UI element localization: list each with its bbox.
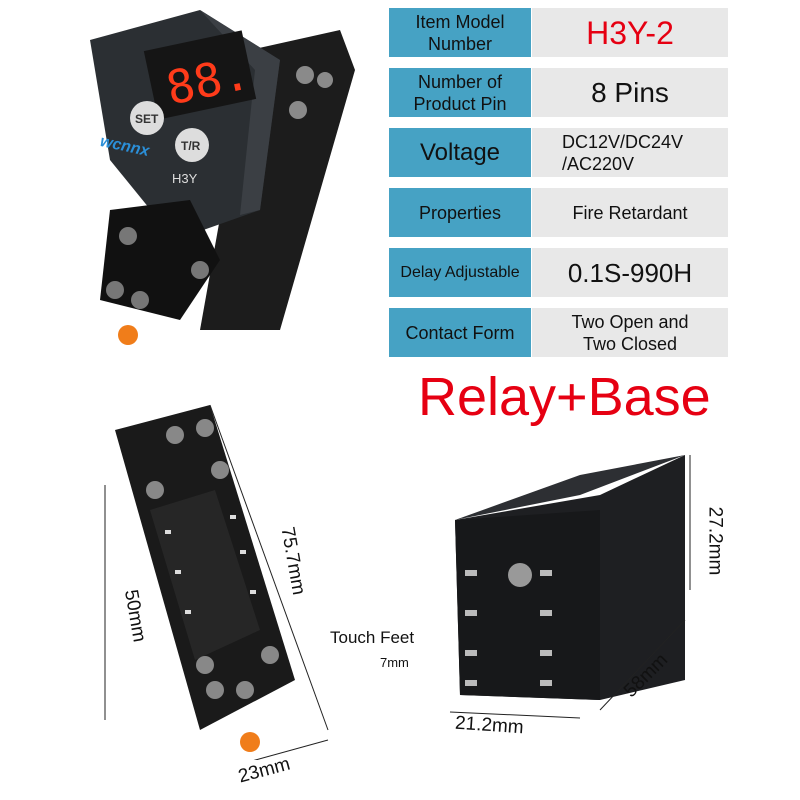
spec-value: Fire Retardant <box>532 188 728 237</box>
spec-value: 8 Pins <box>532 68 728 117</box>
relay-photo <box>449 455 691 719</box>
dim-relay-height: 27.2mm <box>704 506 726 576</box>
spec-value: Two Open and Two Closed <box>532 308 728 357</box>
spec-value: DC12V/DC24V /AC220V <box>532 128 728 177</box>
spec-label: Voltage <box>389 128 531 177</box>
touch-feet-label: Touch Feet <box>330 628 415 647</box>
screw-icon <box>508 563 532 587</box>
spec-value: 0.1S-990H <box>532 248 728 297</box>
set-button[interactable] <box>130 101 164 135</box>
tr-button-label: T/R <box>181 139 201 153</box>
dim-relay-width: 21.2mm <box>454 712 525 739</box>
headline: Relay+Base <box>418 367 711 427</box>
timer-relay-photo: 88. SET T/R wcnnx H3Y <box>90 10 355 345</box>
socket-base-photo <box>104 404 329 760</box>
spec-label: Contact Form <box>389 308 531 357</box>
set-button-label: SET <box>135 112 159 126</box>
tr-button[interactable] <box>175 128 209 162</box>
spec-label: Item Model Number <box>389 8 531 57</box>
dim-feet-length: 7mm <box>380 655 409 670</box>
spec-label: Delay Adjustable <box>389 248 531 297</box>
spec-label: Properties <box>389 188 531 237</box>
model-label: H3Y <box>172 171 198 186</box>
base-terminals <box>289 66 333 119</box>
spec-label: Number of Product Pin <box>389 68 531 117</box>
release-clip <box>118 325 138 345</box>
spec-value: H3Y-2 <box>532 8 728 57</box>
